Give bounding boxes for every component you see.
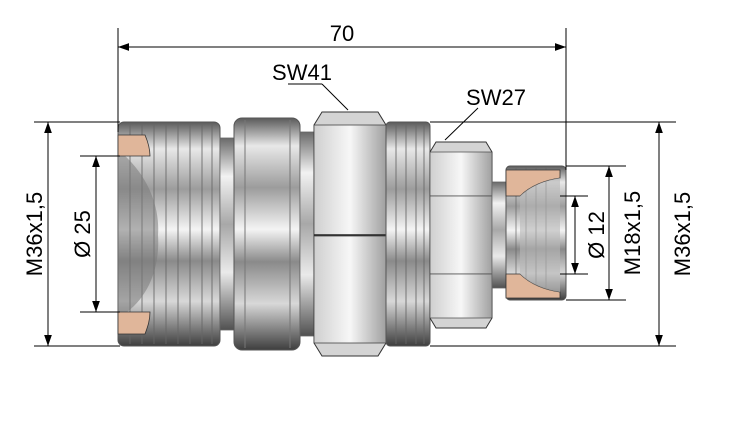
labels: 70 SW41 SW27 M36x1,5 Ø 25 Ø 12 M18x1,5 M… — [22, 21, 695, 276]
left-thread-label: M36x1,5 — [22, 192, 47, 276]
right-thread-label: M36x1,5 — [670, 192, 695, 276]
collar-ring — [219, 117, 323, 351]
coupling-body — [117, 111, 567, 357]
sw41-label: SW41 — [272, 60, 332, 85]
sw41-leader-diagonal — [321, 83, 349, 111]
dimensions — [34, 28, 676, 347]
hex-nut-sw27 — [429, 141, 493, 329]
bore-left-label: Ø 25 — [70, 210, 95, 258]
small-threaded-spigot — [491, 165, 567, 301]
bore-right-label: Ø 12 — [584, 211, 609, 259]
hex-nut-sw41 — [313, 111, 387, 357]
sw27-leader-line — [444, 107, 479, 141]
overall-length-label: 70 — [330, 21, 354, 46]
small-thread-label: M18x1,5 — [620, 191, 645, 275]
sw27-label: SW27 — [466, 85, 526, 110]
right-threaded-section — [385, 121, 431, 347]
left-threaded-socket — [117, 121, 221, 347]
